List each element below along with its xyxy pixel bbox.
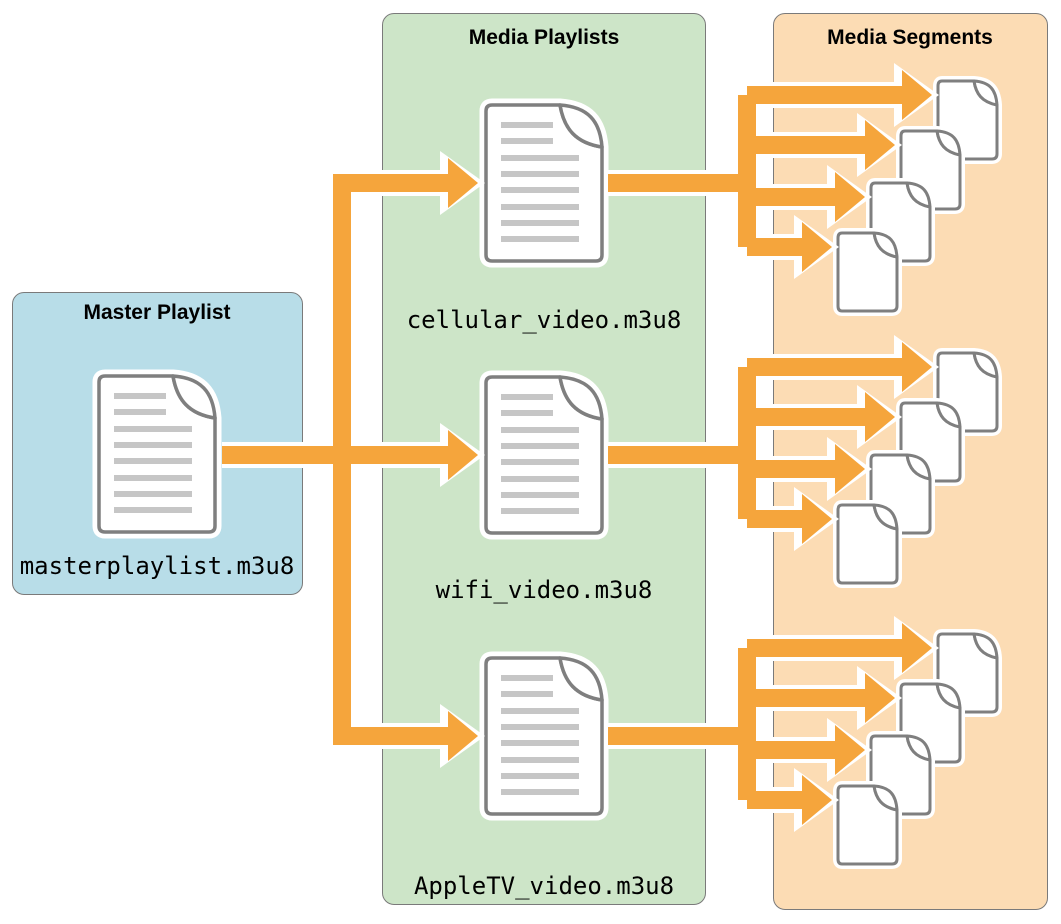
media-segment-document-icon bbox=[830, 780, 904, 870]
media-playlist-document-icon bbox=[476, 367, 612, 543]
master-playlist-document-icon bbox=[89, 366, 225, 542]
media-playlist-filename-wifi: wifi_video.m3u8 bbox=[435, 576, 653, 604]
media-segment-document-icon bbox=[830, 499, 904, 589]
media-playlist-document-icon bbox=[476, 95, 612, 271]
media-segments-panel-title: Media Segments bbox=[827, 26, 993, 49]
media-playlists-panel-title: Media Playlists bbox=[468, 26, 620, 49]
media-playlist-filename-appletv: AppleTV_video.m3u8 bbox=[413, 872, 675, 900]
media-playlist-filename-cellular: cellular_video.m3u8 bbox=[406, 306, 682, 334]
media-playlist-document-icon bbox=[476, 648, 612, 824]
media-segment-document-icon bbox=[893, 125, 967, 215]
media-segment-document-icon bbox=[830, 227, 904, 317]
master-playlist-panel-title: Master Playlist bbox=[83, 301, 231, 324]
master-playlist-filename: masterplaylist.m3u8 bbox=[19, 552, 295, 580]
media-segment-document-icon bbox=[930, 347, 1004, 437]
